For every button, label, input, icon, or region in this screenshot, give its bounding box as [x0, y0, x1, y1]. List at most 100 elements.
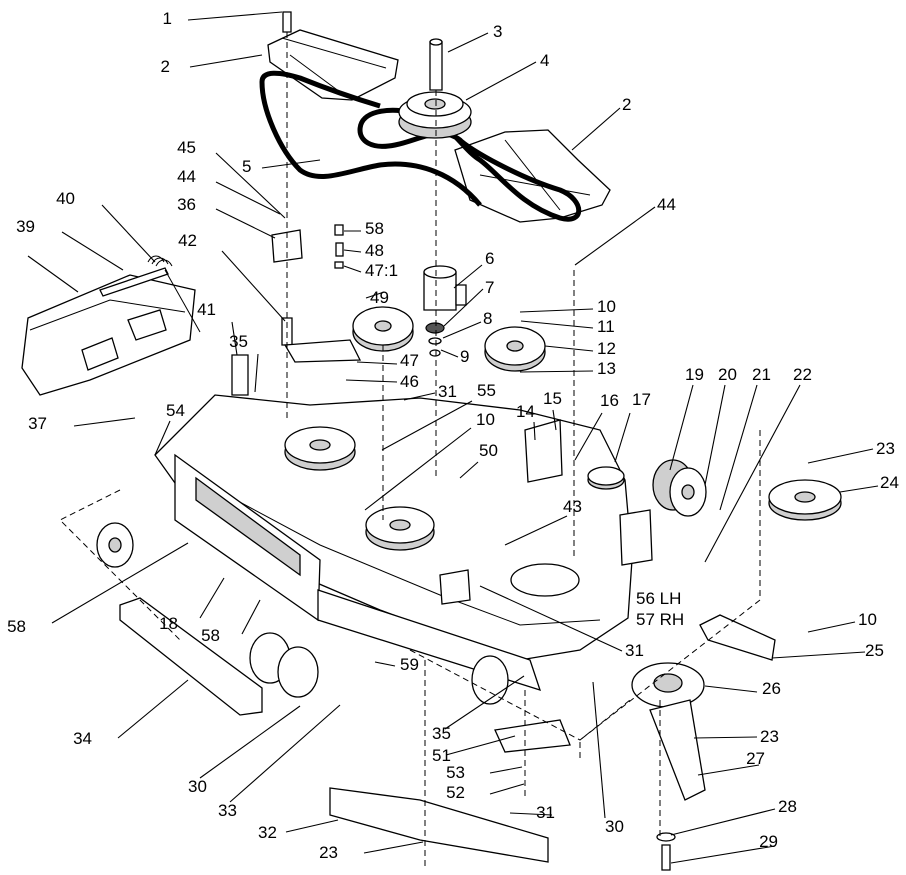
callout-leader-line — [520, 320, 594, 329]
deck-spindle-left — [284, 426, 356, 471]
callout-leader-line — [364, 427, 472, 511]
callout-number: 5 — [242, 157, 251, 176]
gauge-wheel-upper — [652, 459, 707, 517]
callout-number: 44 — [177, 167, 196, 186]
callout-leader-line — [704, 685, 758, 693]
callout-leader-line — [215, 208, 276, 239]
callout-number: 32 — [258, 823, 277, 842]
callout-leader-line — [345, 379, 398, 383]
callout-number: 13 — [597, 359, 616, 378]
callout-number: 36 — [177, 195, 196, 214]
spindle-shaft — [429, 38, 443, 91]
callout-number: 4 — [540, 51, 549, 70]
callout-number: 59 — [400, 655, 419, 674]
callout-number: 45 — [177, 138, 196, 157]
callout-number: 23 — [876, 439, 895, 458]
callout-number: 37 — [28, 414, 47, 433]
callout-leader-line — [704, 384, 801, 563]
callout-leader-line — [453, 264, 483, 289]
callout-number: 44 — [657, 195, 676, 214]
callout-leader-line — [27, 255, 79, 293]
callout-leader-line — [447, 32, 489, 53]
callout-number: 43 — [563, 497, 582, 516]
callout-number: 55 — [477, 381, 496, 400]
callout-number: 24 — [880, 473, 899, 492]
callout-number: 6 — [485, 249, 494, 268]
callout-leader-line — [519, 370, 594, 373]
callout-leader-line — [544, 345, 594, 352]
callout-number: 33 — [218, 801, 237, 820]
callout-leader-line — [552, 409, 557, 431]
callout-leader-line — [509, 812, 553, 816]
callout-number: 31 — [625, 641, 644, 660]
callout-leader-line — [254, 353, 259, 393]
bolt-1 — [282, 11, 292, 33]
callout-leader-line — [444, 675, 525, 730]
callout-number: 16 — [600, 391, 619, 410]
callout-number: 10 — [597, 297, 616, 316]
callout-leader-line — [117, 679, 189, 739]
callout-number: 39 — [16, 217, 35, 236]
callout-leader-line — [459, 461, 479, 479]
callout-number: 58 — [7, 617, 26, 636]
callout-number: 10 — [858, 610, 877, 629]
callout-leader-line — [365, 291, 385, 299]
washer-28 — [656, 832, 676, 842]
hardware-stack-48 — [334, 224, 344, 269]
callout-number: 50 — [479, 441, 498, 460]
spindle-assembly-26 — [631, 662, 705, 708]
callout-number: 28 — [778, 797, 797, 816]
callout-number: 9 — [460, 347, 469, 366]
callout-number: 7 — [485, 278, 494, 297]
callout-number: 35 — [229, 332, 248, 351]
callout-number: 49 — [370, 288, 389, 307]
deflector-rod-and-spring — [99, 255, 201, 333]
callout-leader-line — [771, 651, 866, 659]
callout-leader-line — [592, 681, 606, 819]
anti-scalp-rollers — [249, 632, 509, 705]
callout-leader-line — [704, 384, 726, 486]
callout-leader-line — [839, 485, 879, 493]
callout-leader-line — [574, 412, 603, 461]
callout-number: 12 — [597, 339, 616, 358]
callout-leader-line — [221, 250, 286, 322]
callout-leader-line — [504, 515, 568, 546]
idler-pulley-right — [484, 326, 546, 372]
callout-leader-line — [363, 841, 424, 854]
idler-pulley-17 — [587, 466, 625, 490]
callout-leader-line — [261, 159, 321, 169]
callout-leader-line — [807, 621, 856, 633]
callout-number: 56 LH — [636, 589, 681, 608]
callout-number: 40 — [56, 189, 75, 208]
callout-number: 47 — [400, 351, 419, 370]
callout-number: 17 — [632, 390, 651, 409]
callout-leader-line — [187, 11, 283, 21]
callout-leader-line — [670, 808, 776, 836]
baffle-34 — [119, 597, 263, 716]
callout-number: 14 — [516, 402, 535, 421]
callout-labels: 123425454436584847:149678910111213444039… — [7, 9, 899, 864]
alignment-lines — [59, 32, 761, 870]
callout-leader-line — [807, 448, 874, 464]
callout-number: 31 — [536, 803, 555, 822]
callout-leader-line — [614, 412, 631, 463]
callout-number: 58 — [365, 219, 384, 238]
baffle-32 — [329, 787, 549, 863]
callout-leader-line — [229, 704, 341, 803]
callout-number: 19 — [685, 365, 704, 384]
callout-leader-line — [489, 766, 523, 774]
pulley-24 — [768, 479, 842, 521]
callout-number: 53 — [446, 763, 465, 782]
blade-27 — [649, 699, 706, 801]
callout-leader-line — [403, 392, 436, 401]
callout-leader-line — [51, 542, 189, 624]
callout-leader-line — [231, 321, 238, 356]
callout-number: 25 — [865, 641, 884, 660]
callout-number: 2 — [622, 95, 631, 114]
callout-number: 52 — [446, 783, 465, 802]
callout-number: 20 — [718, 365, 737, 384]
callout-number: 23 — [760, 727, 779, 746]
callout-leader-line — [697, 764, 760, 776]
callout-leader-line — [199, 705, 301, 779]
